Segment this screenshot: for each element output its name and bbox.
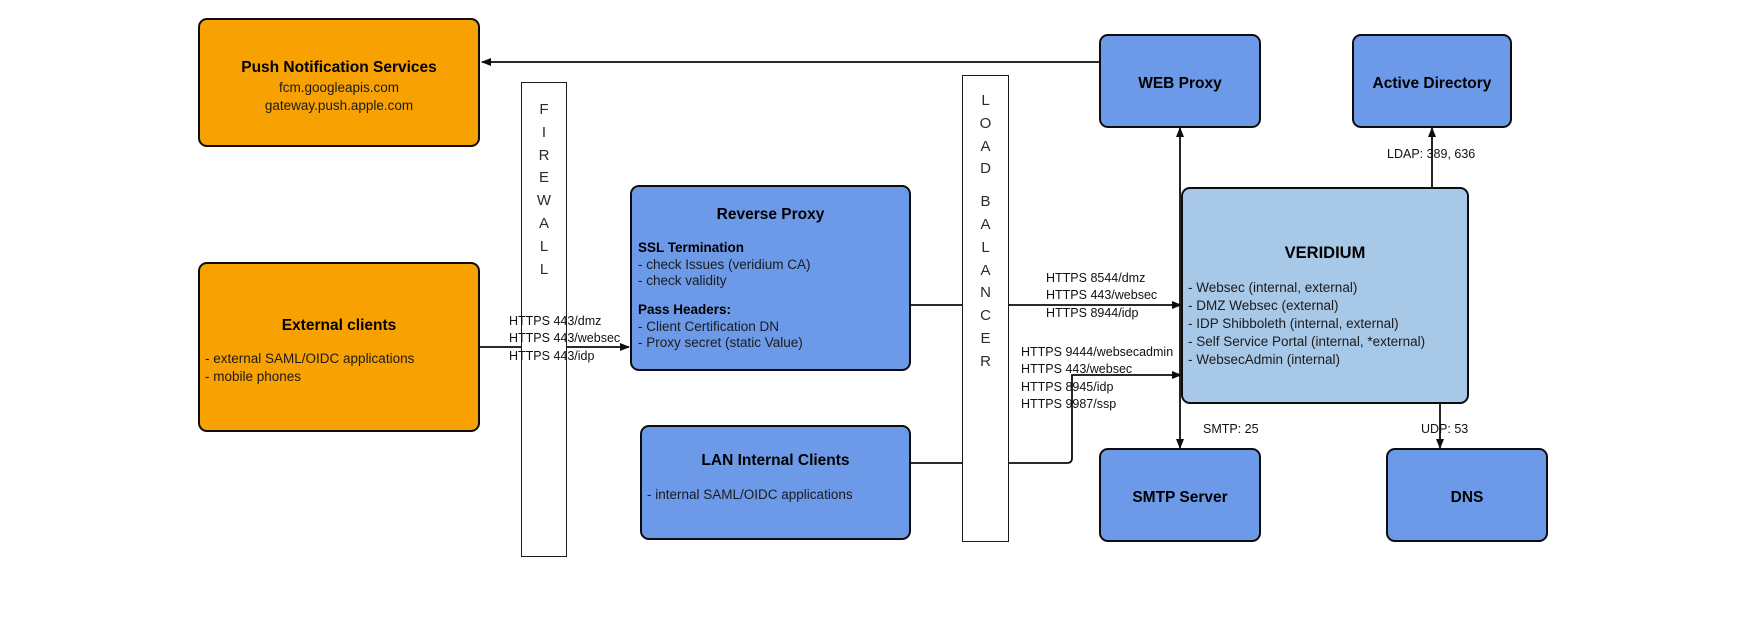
push-domain-2: gateway.push.apple.com xyxy=(264,98,414,113)
lb-letter-7: L xyxy=(981,238,990,256)
node-reverse-proxy[interactable]: Reverse Proxy SSL Termination - check Is… xyxy=(630,185,911,371)
firewall-letter-6: L xyxy=(539,237,549,255)
firewall-letter-0: F xyxy=(539,101,549,118)
lan-clients-title: LAN Internal Clients xyxy=(701,452,850,469)
lb-veridium-line-0: HTTPS 8544/dmz xyxy=(1046,271,1146,285)
active-directory-title: Active Directory xyxy=(1372,75,1492,92)
external-clients-title: External clients xyxy=(281,317,397,334)
lb-veridium-line-2: HTTPS 8944/idp xyxy=(1046,305,1139,320)
internal-veridium-line-2: HTTPS 8945/idp xyxy=(1021,379,1114,394)
firewall-letter-2: R xyxy=(538,146,550,164)
node-external-clients[interactable]: External clients - external SAML/OIDC ap… xyxy=(198,262,480,432)
node-smtp-server[interactable]: SMTP Server xyxy=(1099,448,1261,542)
lb-letter-12: R xyxy=(980,352,991,370)
edge-label-clients-to-firewall: HTTPS 443/dmz HTTPS 443/websec HTTPS 443… xyxy=(509,313,620,365)
firewall-letter-4: W xyxy=(536,192,552,210)
dns-title: DNS xyxy=(1450,489,1484,506)
lb-letter-gap xyxy=(963,181,1008,191)
edge-label-smtp: SMTP: 25 xyxy=(1203,422,1259,436)
veridium-item-3: - Self Service Portal (internal, *extern… xyxy=(1188,334,1426,349)
edge-label-ldap: LDAP: 389, 636 xyxy=(1387,147,1476,161)
node-firewall: F I R E W A L L xyxy=(521,82,567,557)
node-lan-internal-clients[interactable]: LAN Internal Clients - internal SAML/OID… xyxy=(640,425,911,540)
node-web-proxy[interactable]: WEB Proxy xyxy=(1099,34,1261,128)
node-load-balancer: L O A D B A L A N C E R xyxy=(962,75,1009,542)
edge-label-internal-to-veridium: HTTPS 9444/websecadmin HTTPS 443/websec … xyxy=(1021,344,1173,413)
lb-letter-8: A xyxy=(980,261,991,279)
edge-label-udp: UDP: 53 xyxy=(1421,422,1469,436)
internal-veridium-line-3: HTTPS 9987/ssp xyxy=(1021,396,1117,411)
node-active-directory[interactable]: Active Directory xyxy=(1352,34,1512,128)
load-balancer-label: L O A D B A L A N C E R xyxy=(963,90,1008,374)
veridium-item-2: - IDP Shibboleth (internal, external) xyxy=(1188,316,1399,331)
lb-letter-2: A xyxy=(980,137,991,155)
external-clients-item-1: - mobile phones xyxy=(205,369,302,384)
veridium-title: VERIDIUM xyxy=(1284,244,1366,262)
firewall-label: F I R E W A L L xyxy=(522,99,566,281)
lb-letter-11: E xyxy=(980,329,991,347)
node-push-notification-services[interactable]: Push Notification Services fcm.googleapi… xyxy=(198,18,480,147)
reverse-proxy-section2-head: Pass Headers: xyxy=(638,302,732,317)
node-veridium[interactable]: VERIDIUM - Websec (internal, external) -… xyxy=(1181,187,1469,404)
lb-letter-1: O xyxy=(979,114,992,132)
node-dns[interactable]: DNS xyxy=(1386,448,1548,542)
smtp-server-title: SMTP Server xyxy=(1132,489,1228,506)
push-domain-1: fcm.googleapis.com xyxy=(278,80,400,95)
lb-letter-10: C xyxy=(980,307,991,325)
reverse-proxy-section1-item-0: - check Issues (veridium CA) xyxy=(638,257,811,272)
lb-letter-6: A xyxy=(980,215,991,233)
push-title: Push Notification Services xyxy=(241,59,437,76)
veridium-item-0: - Websec (internal, external) xyxy=(1188,280,1358,295)
reverse-proxy-section2-item-0: - Client Certification DN xyxy=(638,319,780,334)
reverse-proxy-section2-item-1: - Proxy secret (static Value) xyxy=(638,335,803,350)
clients-firewall-line-2: HTTPS 443/idp xyxy=(509,348,595,363)
reverse-proxy-title: Reverse Proxy xyxy=(716,206,825,223)
firewall-letter-3: E xyxy=(538,169,549,187)
veridium-item-4: - WebsecAdmin (internal) xyxy=(1188,352,1341,367)
external-clients-item-0: - external SAML/OIDC applications xyxy=(205,351,415,366)
firewall-letter-7: L xyxy=(539,260,549,278)
clients-firewall-line-0: HTTPS 443/dmz xyxy=(509,314,602,328)
lb-letter-3: D xyxy=(980,160,991,178)
lb-letter-0: L xyxy=(981,92,990,109)
lb-letter-5: B xyxy=(980,193,991,211)
lb-letter-9: N xyxy=(980,284,991,302)
clients-firewall-line-1: HTTPS 443/websec xyxy=(509,331,621,346)
firewall-letter-1: I xyxy=(541,123,547,141)
reverse-proxy-section1-item-1: - check validity xyxy=(638,273,727,288)
internal-veridium-line-0: HTTPS 9444/websecadmin xyxy=(1021,345,1174,359)
reverse-proxy-section1-head: SSL Termination xyxy=(638,240,745,255)
veridium-item-1: - DMZ Websec (external) xyxy=(1188,298,1339,313)
lb-veridium-line-1: HTTPS 443/websec xyxy=(1046,288,1158,303)
firewall-letter-5: A xyxy=(538,214,549,232)
web-proxy-title: WEB Proxy xyxy=(1138,75,1222,92)
lan-clients-item-0: - internal SAML/OIDC applications xyxy=(647,487,853,502)
edge-label-lb-to-veridium: HTTPS 8544/dmz HTTPS 443/websec HTTPS 89… xyxy=(1046,270,1157,322)
internal-veridium-line-1: HTTPS 443/websec xyxy=(1021,362,1133,377)
